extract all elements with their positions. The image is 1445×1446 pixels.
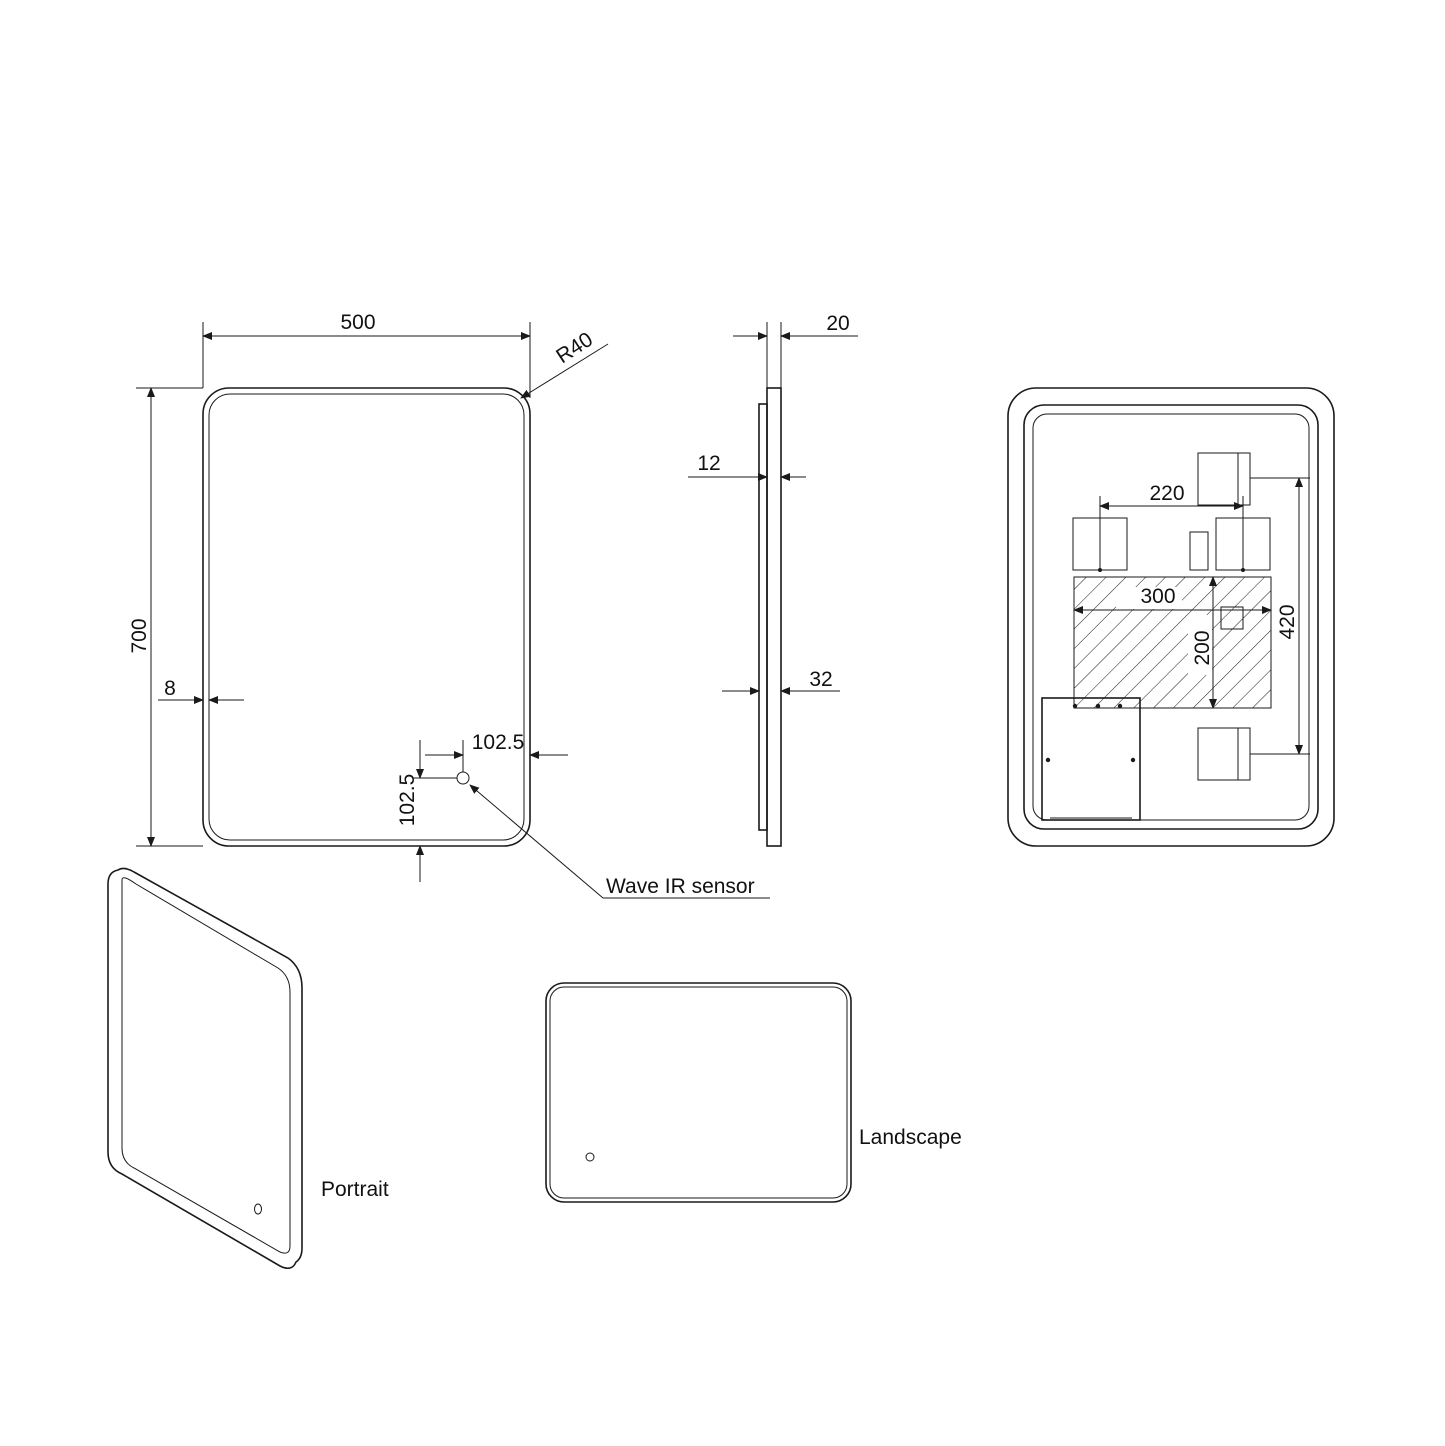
mirror-outer-outline [202,387,531,847]
side-back-box [758,403,768,831]
landscape-outer-outline [545,982,852,1203]
sensor-icon [456,771,470,785]
vertical-spacing-dimension: 420 [1276,477,1303,755]
side-depth-back: 32 [722,668,840,695]
frame-dimension: 8 [158,677,244,704]
portrait-sensor-icon [254,1203,262,1215]
sensor-y-dimension: 102.5 [396,740,457,882]
width-dimension: 500 [202,311,531,398]
side-depth-back-label: 32 [809,668,832,691]
bracket-spacing-label: 220 [1149,482,1184,505]
mirror-inner-outline [208,393,525,841]
left-bracket [1072,517,1128,572]
side-mirror-panel [766,387,782,847]
plate-width-label: 300 [1140,585,1175,608]
radius-dimension: R40 [520,328,609,399]
landscape-inner-outline [549,986,848,1199]
vertical-spacing-label: 420 [1276,604,1299,639]
back-view: 220 300 200 [1007,387,1335,847]
bottom-bracket [1197,727,1310,781]
height-dimension: 700 [128,387,203,847]
back-middle-outline [1023,404,1319,830]
side-depth-total: 20 [733,312,858,340]
sensor-callout-label: Wave IR sensor [606,875,755,898]
side-depth-total-label: 20 [826,312,849,335]
portrait-view: Portrait [107,867,389,1270]
sensor-callout: Wave IR sensor [469,784,770,899]
portrait-label: Portrait [321,1178,389,1201]
plate-width-dimension: 300 [1073,585,1272,614]
portrait-outer-outline [107,867,303,1270]
frame-label: 8 [164,677,176,700]
side-depth-mirror-label: 12 [697,452,720,475]
switch-box [1189,531,1209,571]
top-bracket [1197,452,1310,506]
driver-box [1041,697,1141,821]
plate-height-label: 200 [1191,630,1214,665]
front-view: 500 R40 700 8 102.5 [128,311,770,899]
sensor-y-label: 102.5 [396,774,419,827]
landscape-label: Landscape [859,1126,962,1149]
back-outer-outline [1007,387,1335,847]
height-label: 700 [128,618,151,653]
portrait-inner-outline [121,877,291,1254]
right-bracket [1215,517,1271,572]
plate-height-dimension: 200 [1188,576,1217,709]
radius-label: R40 [552,328,597,368]
bracket-spacing-dimension: 220 [1099,482,1244,518]
sensor-x-label: 102.5 [472,731,525,754]
landscape-view: Landscape [545,982,962,1203]
back-inner-outline [1032,413,1310,821]
side-view: 20 12 32 [688,312,858,847]
landscape-sensor-icon [585,1152,595,1162]
side-depth-mirror: 12 [688,452,806,481]
sensor-x-dimension: 102.5 [425,731,568,772]
width-label: 500 [340,311,375,334]
